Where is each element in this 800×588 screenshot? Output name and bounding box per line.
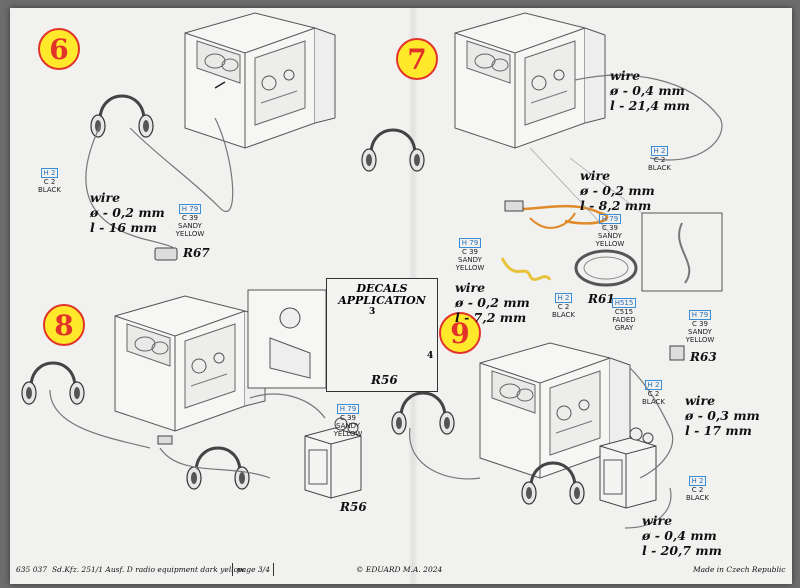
step-8-number: 8 [43,304,85,346]
step-6-number: 6 [38,28,80,70]
part-r61: R61 [588,292,615,306]
step-9-number: 9 [439,312,481,354]
step-7-number: 7 [396,38,438,80]
decals-title: DECALS APPLICATION [338,282,426,307]
footer-made-in: Made in Czech Republic [693,565,786,574]
decal-number-3: 3 [369,307,376,317]
decal-number-4: 4 [427,351,434,361]
decals-application-box: DECALS APPLICATION 3 4 R56 [326,278,438,392]
footer-page: page 3/4 [237,565,270,574]
footer-copyright: © EDUARD M.A. 2024 [356,565,443,574]
part-r63: R63 [690,350,717,364]
step8-drawing [20,289,362,499]
part-r56-step8: R56 [340,500,367,514]
footer: 635 037 Sd.Kfz. 251/1 Ausf. D radio equi… [10,561,792,579]
part-r67: R67 [183,246,210,260]
step6-drawing [85,12,336,261]
step7-drawing [360,12,723,292]
footer-kit-title: Sd.Kfz. 251/1 Ausf. D radio equipment da… [52,565,245,574]
footer-kit-code: 635 037 [16,565,48,574]
decal-part-r56: R56 [371,373,398,387]
